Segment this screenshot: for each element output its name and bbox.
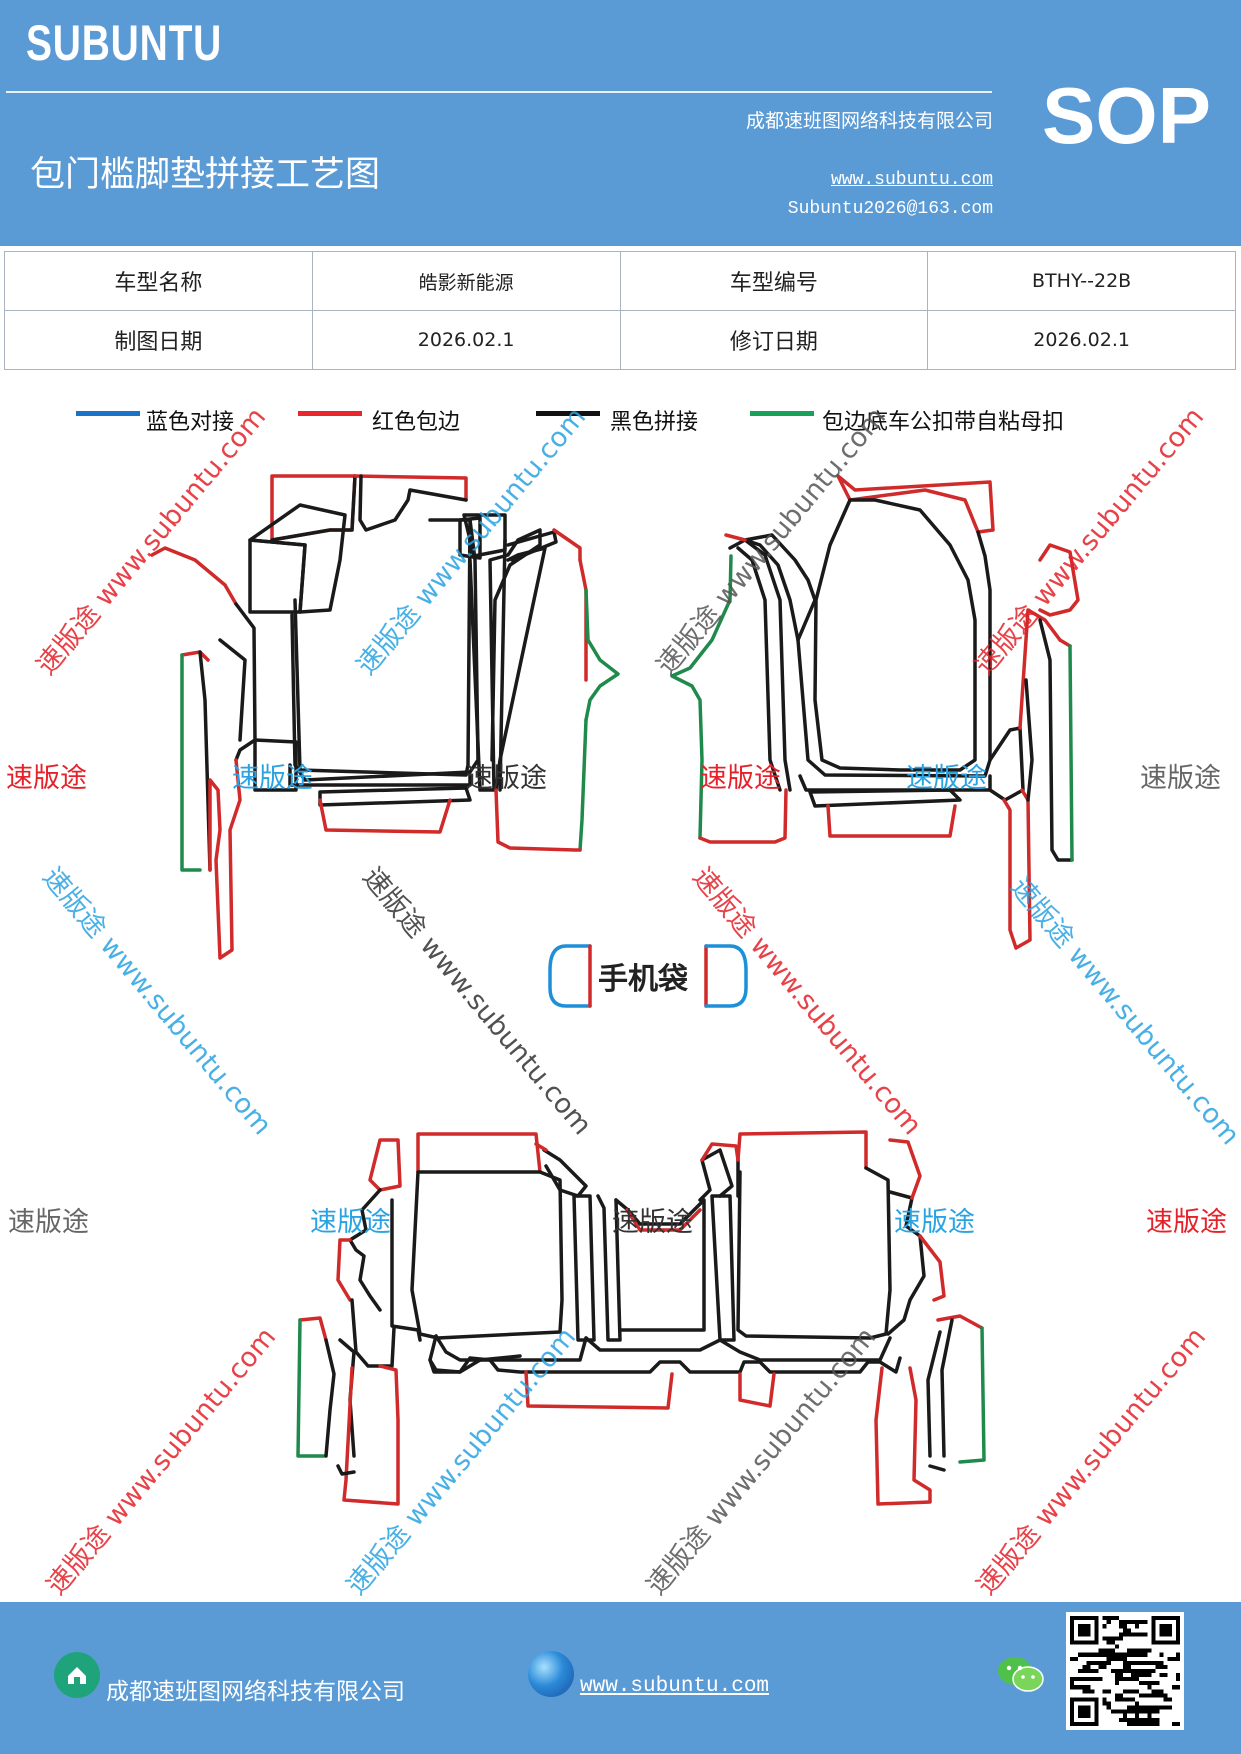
- model-code-label: 车型编号: [619, 251, 929, 311]
- revise-date-value: 2026.02.1: [927, 310, 1236, 370]
- footer-company: 成都速班图网络科技有限公司: [106, 1679, 405, 1704]
- sop-badge: SOP: [1042, 71, 1211, 160]
- wechat-icon: [996, 1654, 1046, 1700]
- revise-date-label: 修订日期: [619, 310, 929, 370]
- legend-swatch-black: [536, 411, 600, 416]
- model-name-value: 皓影新能源: [311, 251, 621, 311]
- model-name-label: 车型名称: [4, 251, 313, 311]
- watermark-text: 速版途: [310, 1207, 391, 1238]
- home-icon: [54, 1652, 100, 1698]
- watermark-text: 速版途: [1140, 763, 1221, 794]
- watermark-text: 速版途: [906, 763, 987, 794]
- watermark-text: 速版途: [894, 1207, 975, 1238]
- qr-code: [1066, 1612, 1184, 1730]
- watermark-text: 速版途: [8, 1207, 89, 1238]
- company-name: 成都速班图网络科技有限公司: [745, 111, 993, 132]
- watermark-text: 速版途: [232, 763, 313, 794]
- draw-date-value: 2026.02.1: [311, 310, 621, 370]
- page-title: 包门槛脚垫拼接工艺图: [30, 155, 381, 195]
- watermark-text: 速版途: [700, 763, 781, 794]
- front-right-mat-group: [670, 474, 1080, 950]
- legend-label-red: 红色包边: [372, 410, 461, 435]
- legend-label-blue: 蓝色对接: [146, 410, 235, 435]
- legend-swatch-blue: [76, 411, 140, 416]
- footer-website-link[interactable]: www.subuntu.com: [580, 1675, 770, 1698]
- front-left-mat-group: [150, 474, 620, 960]
- phone-bag-shape: [548, 944, 748, 1008]
- legend-swatch-red: [298, 411, 362, 416]
- website-link[interactable]: www.subuntu.com: [830, 170, 993, 190]
- table-row: 制图日期 2026.02.1 修订日期 2026.02.1: [4, 310, 1236, 370]
- watermark-text: 速版途: [1146, 1207, 1227, 1238]
- watermark-text: 速版途: [612, 1207, 693, 1238]
- brand-logo: SUBUNTU: [26, 15, 223, 71]
- watermark-text: 速版途: [6, 763, 87, 794]
- email-text: Subuntu2026@163.com: [787, 199, 993, 219]
- globe-icon: [528, 1651, 574, 1697]
- legend-label-green: 包边底车公扣带自粘母扣: [822, 410, 1065, 435]
- legend-swatch-green: [750, 411, 814, 416]
- legend-label-black: 黑色拼接: [610, 410, 699, 435]
- header-banner: [0, 0, 1241, 246]
- rear-mat-group: [296, 1130, 986, 1506]
- info-table: 车型名称 皓影新能源 车型编号 BTHY--22B 制图日期 2026.02.1…: [4, 251, 1236, 370]
- phone-bag-label: 手机袋: [598, 962, 688, 997]
- header-divider: [6, 91, 992, 93]
- watermark-text: 速版途: [466, 763, 547, 794]
- draw-date-label: 制图日期: [4, 310, 313, 370]
